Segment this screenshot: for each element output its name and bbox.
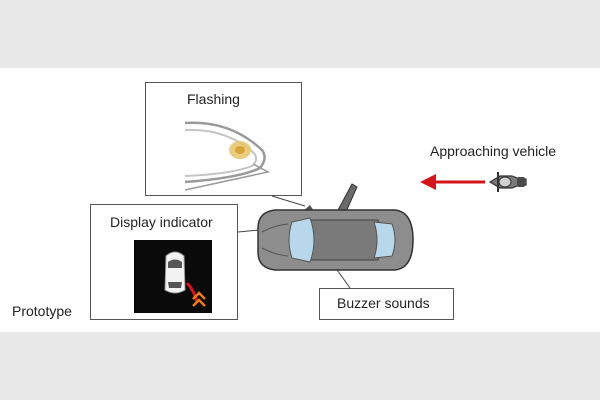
arrow-left-icon — [420, 174, 485, 190]
prototype-label: Prototype — [12, 303, 72, 319]
car-icon — [164, 251, 186, 294]
double-chevron-up-icon — [192, 291, 206, 307]
buzzer-sounds-label: Buzzer sounds — [337, 295, 430, 311]
buzzer-sounds-callout-box — [319, 288, 454, 320]
display-indicator-label: Display indicator — [110, 214, 213, 230]
approaching-vehicle-label: Approaching vehicle — [430, 143, 557, 159]
side-mirror-icon — [184, 121, 271, 191]
motorcycle-icon — [488, 172, 527, 192]
car-top-view-icon — [257, 183, 414, 271]
display-screen — [134, 240, 212, 313]
flashing-label: Flashing — [187, 91, 240, 107]
